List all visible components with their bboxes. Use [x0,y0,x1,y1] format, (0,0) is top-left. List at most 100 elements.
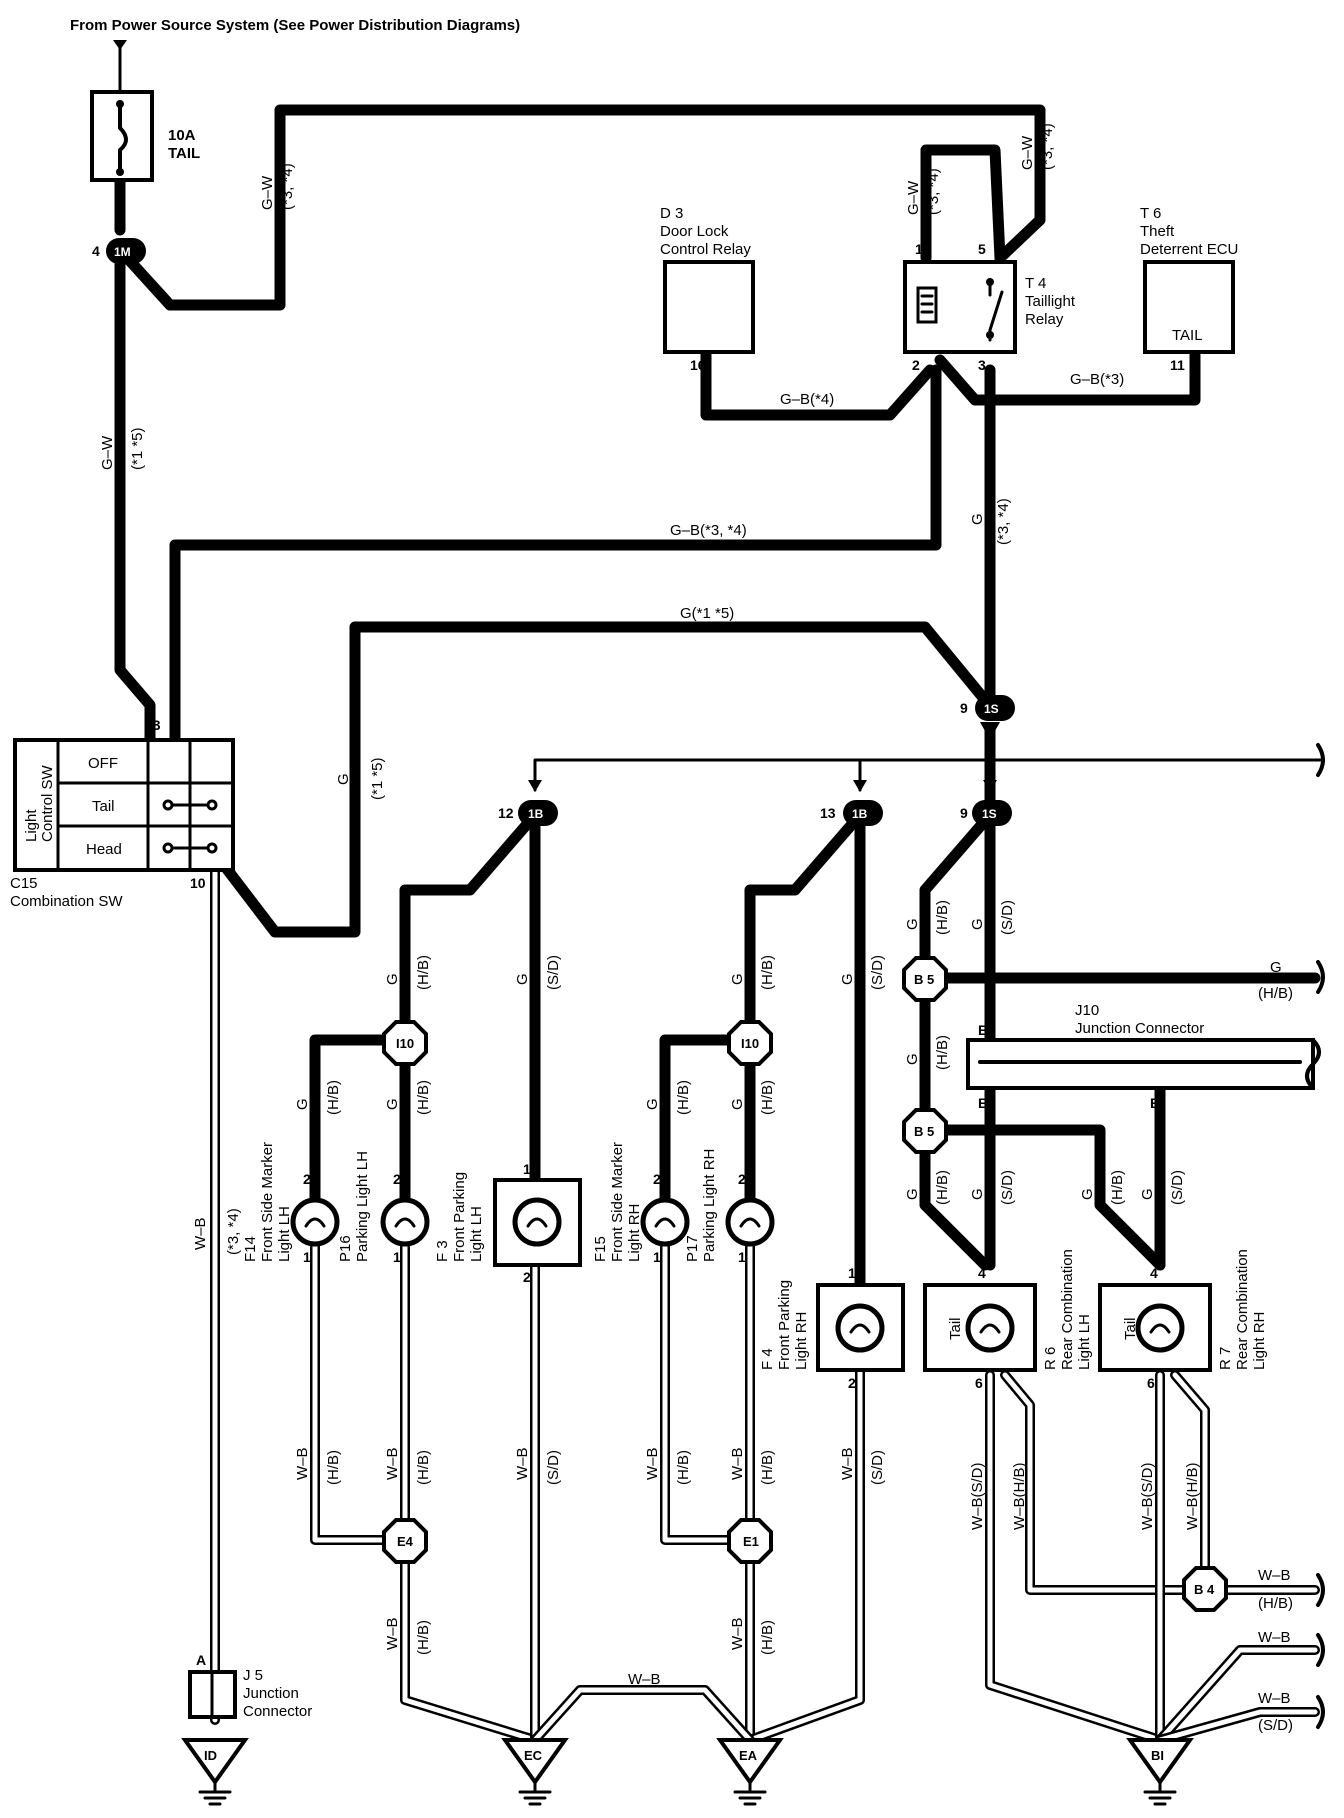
svg-text:(H/B): (H/B) [759,1080,776,1115]
wire-r7-hb [919,1124,1166,1271]
connector-1s-lower: 1S [972,780,1012,826]
switch-title-1: Light [23,809,40,842]
svg-text:R 7: R 7 [1217,1347,1234,1370]
svg-text:(*3, *4): (*3, *4) [995,498,1012,545]
bulb-p17 [725,1197,775,1247]
svg-text:1: 1 [915,241,923,257]
svg-text:G: G [384,973,401,985]
svg-text:(H/B): (H/B) [759,955,776,990]
svg-text:2: 2 [738,1171,746,1187]
fuse-rating: 10A [168,127,196,144]
svg-text:Rear Combination: Rear Combination [1234,1249,1251,1370]
wire-g15 [214,621,991,938]
svg-text:(H/B): (H/B) [1258,985,1293,1002]
svg-text:10: 10 [190,875,206,891]
svg-text:F 3: F 3 [434,1240,451,1262]
c15-id: C15 [10,875,38,892]
wire-f14-feed [309,1034,411,1206]
svg-text:13: 13 [145,717,161,733]
svg-text:W–B: W–B [192,1217,209,1250]
bulb-f14 [290,1197,340,1247]
svg-text:G: G [904,1188,921,1200]
svg-text:(*3, *4): (*3, *4) [925,168,942,215]
svg-text:(H/B): (H/B) [934,900,951,935]
svg-text:Light RH: Light RH [626,1204,643,1262]
svg-text:G(*1 *5): G(*1 *5) [680,605,734,622]
splice-e4: E4 [382,1518,428,1564]
bulb-r7: Tail [1098,1283,1212,1372]
switch-row-head: Head [86,841,122,858]
svg-text:(H/B): (H/B) [759,1450,776,1485]
svg-text:5: 5 [978,241,986,257]
svg-text:G: G [839,973,856,985]
svg-text:G: G [1079,1188,1096,1200]
svg-text:W–B: W–B [1258,1690,1291,1707]
svg-text:2: 2 [303,1171,311,1187]
t4-line1: Taillight [1025,293,1076,310]
wire-p16-ground [400,1240,540,1745]
svg-text:W–B: W–B [644,1447,661,1480]
svg-text:3: 3 [978,357,986,373]
svg-text:6: 6 [975,1375,983,1391]
wire-gb3 [934,349,1201,406]
svg-text:G: G [904,1053,921,1065]
svg-text:Light RH: Light RH [1251,1312,1268,1370]
svg-text:R 6: R 6 [1042,1347,1059,1370]
pin-labels: 4 13 10 1 5 2 3 16 11 9 9 12 13 2 1 2 1 … [92,241,1185,1391]
wire-gw-relay [920,144,1006,264]
svg-text:4: 4 [1150,1265,1158,1281]
svg-text:A: A [196,1652,206,1668]
switch-contact-tail [162,799,218,811]
svg-text:(H/B): (H/B) [675,1450,692,1485]
svg-text:W–B: W–B [729,1447,746,1480]
switch-title-2: Control SW [39,764,56,842]
svg-text:Light LH: Light LH [276,1206,293,1262]
bulb-f15 [640,1197,690,1247]
svg-text:1: 1 [393,1249,401,1265]
svg-text:BI: BI [1151,1748,1164,1763]
d3-line1: Door Lock [660,223,729,240]
svg-text:(H/B): (H/B) [934,1035,951,1070]
svg-text:2: 2 [848,1375,856,1391]
svg-text:W–B: W–B [384,1617,401,1650]
svg-text:W–B: W–B [294,1447,311,1480]
svg-text:1B: 1B [528,807,544,821]
splice-b5a: B 5 [902,956,948,1002]
svg-text:2: 2 [393,1171,401,1187]
splice-b5b: B 5 [902,1108,948,1154]
svg-text:G: G [514,973,531,985]
bulb-p16 [380,1197,430,1247]
svg-text:4: 4 [92,243,100,259]
d3-door-lock-relay: D 3 Door Lock Control Relay [660,205,755,354]
c15-name: Combination SW [10,893,123,910]
t6-theft-deterrent-ecu: TAIL T 6 Theft Deterrent ECU [1140,205,1238,354]
svg-text:I10: I10 [396,1036,414,1051]
svg-text:12: 12 [498,805,514,821]
svg-text:(S/D): (S/D) [869,1450,886,1485]
j5-line2: Connector [243,1703,312,1720]
svg-text:9: 9 [960,700,968,716]
svg-text:(S/D): (S/D) [1169,1170,1186,1205]
splice-e1: E1 [727,1518,773,1564]
svg-text:W–B: W–B [514,1447,531,1480]
svg-text:1: 1 [653,1249,661,1265]
switch-row-off: OFF [88,755,118,772]
diagram-header: From Power Source System (See Power Dist… [70,17,520,34]
wire-wb-link [530,1685,755,1745]
svg-text:(H/B): (H/B) [325,1450,342,1485]
svg-text:EA: EA [739,1748,758,1763]
ground-wire-bundle [210,865,1320,1745]
svg-text:1B: 1B [852,807,868,821]
d3-id: D 3 [660,205,683,222]
svg-text:W–B: W–B [384,1447,401,1480]
svg-text:2: 2 [523,1269,531,1285]
t4-id: T 4 [1025,275,1046,292]
svg-text:Light LH: Light LH [468,1206,485,1262]
c15-combination-switch: OFF Tail Head Light Control SW C15 Combi… [10,738,235,910]
svg-text:(H/B): (H/B) [325,1080,342,1115]
splice-i10a: I10 [382,1020,428,1066]
wire-r6-hb [919,809,996,1271]
svg-text:(S/D): (S/D) [999,900,1016,935]
connector-1b-left: 1B [518,780,558,826]
